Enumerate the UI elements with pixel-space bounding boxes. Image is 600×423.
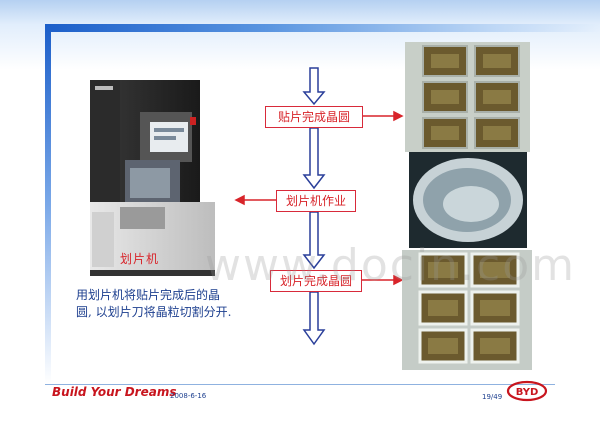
down-arrow-1 xyxy=(302,67,326,106)
diced-grid-photo xyxy=(402,250,532,370)
machine-caption: 划片机 xyxy=(120,252,160,266)
dicing-machine-photo xyxy=(90,80,215,276)
description-line2: 圆, 以划片刀将晶粒切割分开. xyxy=(76,305,232,319)
down-arrow-2 xyxy=(302,127,326,190)
die-grid-photo xyxy=(405,42,530,152)
footer-brand: Build Your Dreams xyxy=(52,385,177,399)
header-strip xyxy=(45,24,600,32)
footer-divider xyxy=(45,384,555,385)
watermark: www.docin.com xyxy=(205,240,577,291)
page-number: 19/49 xyxy=(482,393,503,401)
flow-step-3: 划片完成晶圆 xyxy=(270,270,362,292)
description: 用划片机将贴片完成后的晶 圆, 以划片刀将晶粒切割分开. xyxy=(76,287,286,321)
wafer-photo xyxy=(409,152,527,248)
byd-logo-text: BYD xyxy=(516,387,539,398)
down-arrow-4 xyxy=(302,291,326,346)
flow-step-2: 划片机作业 xyxy=(276,190,356,212)
left-accent-bar xyxy=(45,24,51,384)
description-line1: 用划片机将贴片完成后的晶 xyxy=(76,288,221,302)
byd-logo-icon: BYD xyxy=(506,380,548,402)
flow-step-1: 贴片完成晶圆 xyxy=(265,106,363,128)
footer-date: 2008-6-16 xyxy=(170,392,207,400)
